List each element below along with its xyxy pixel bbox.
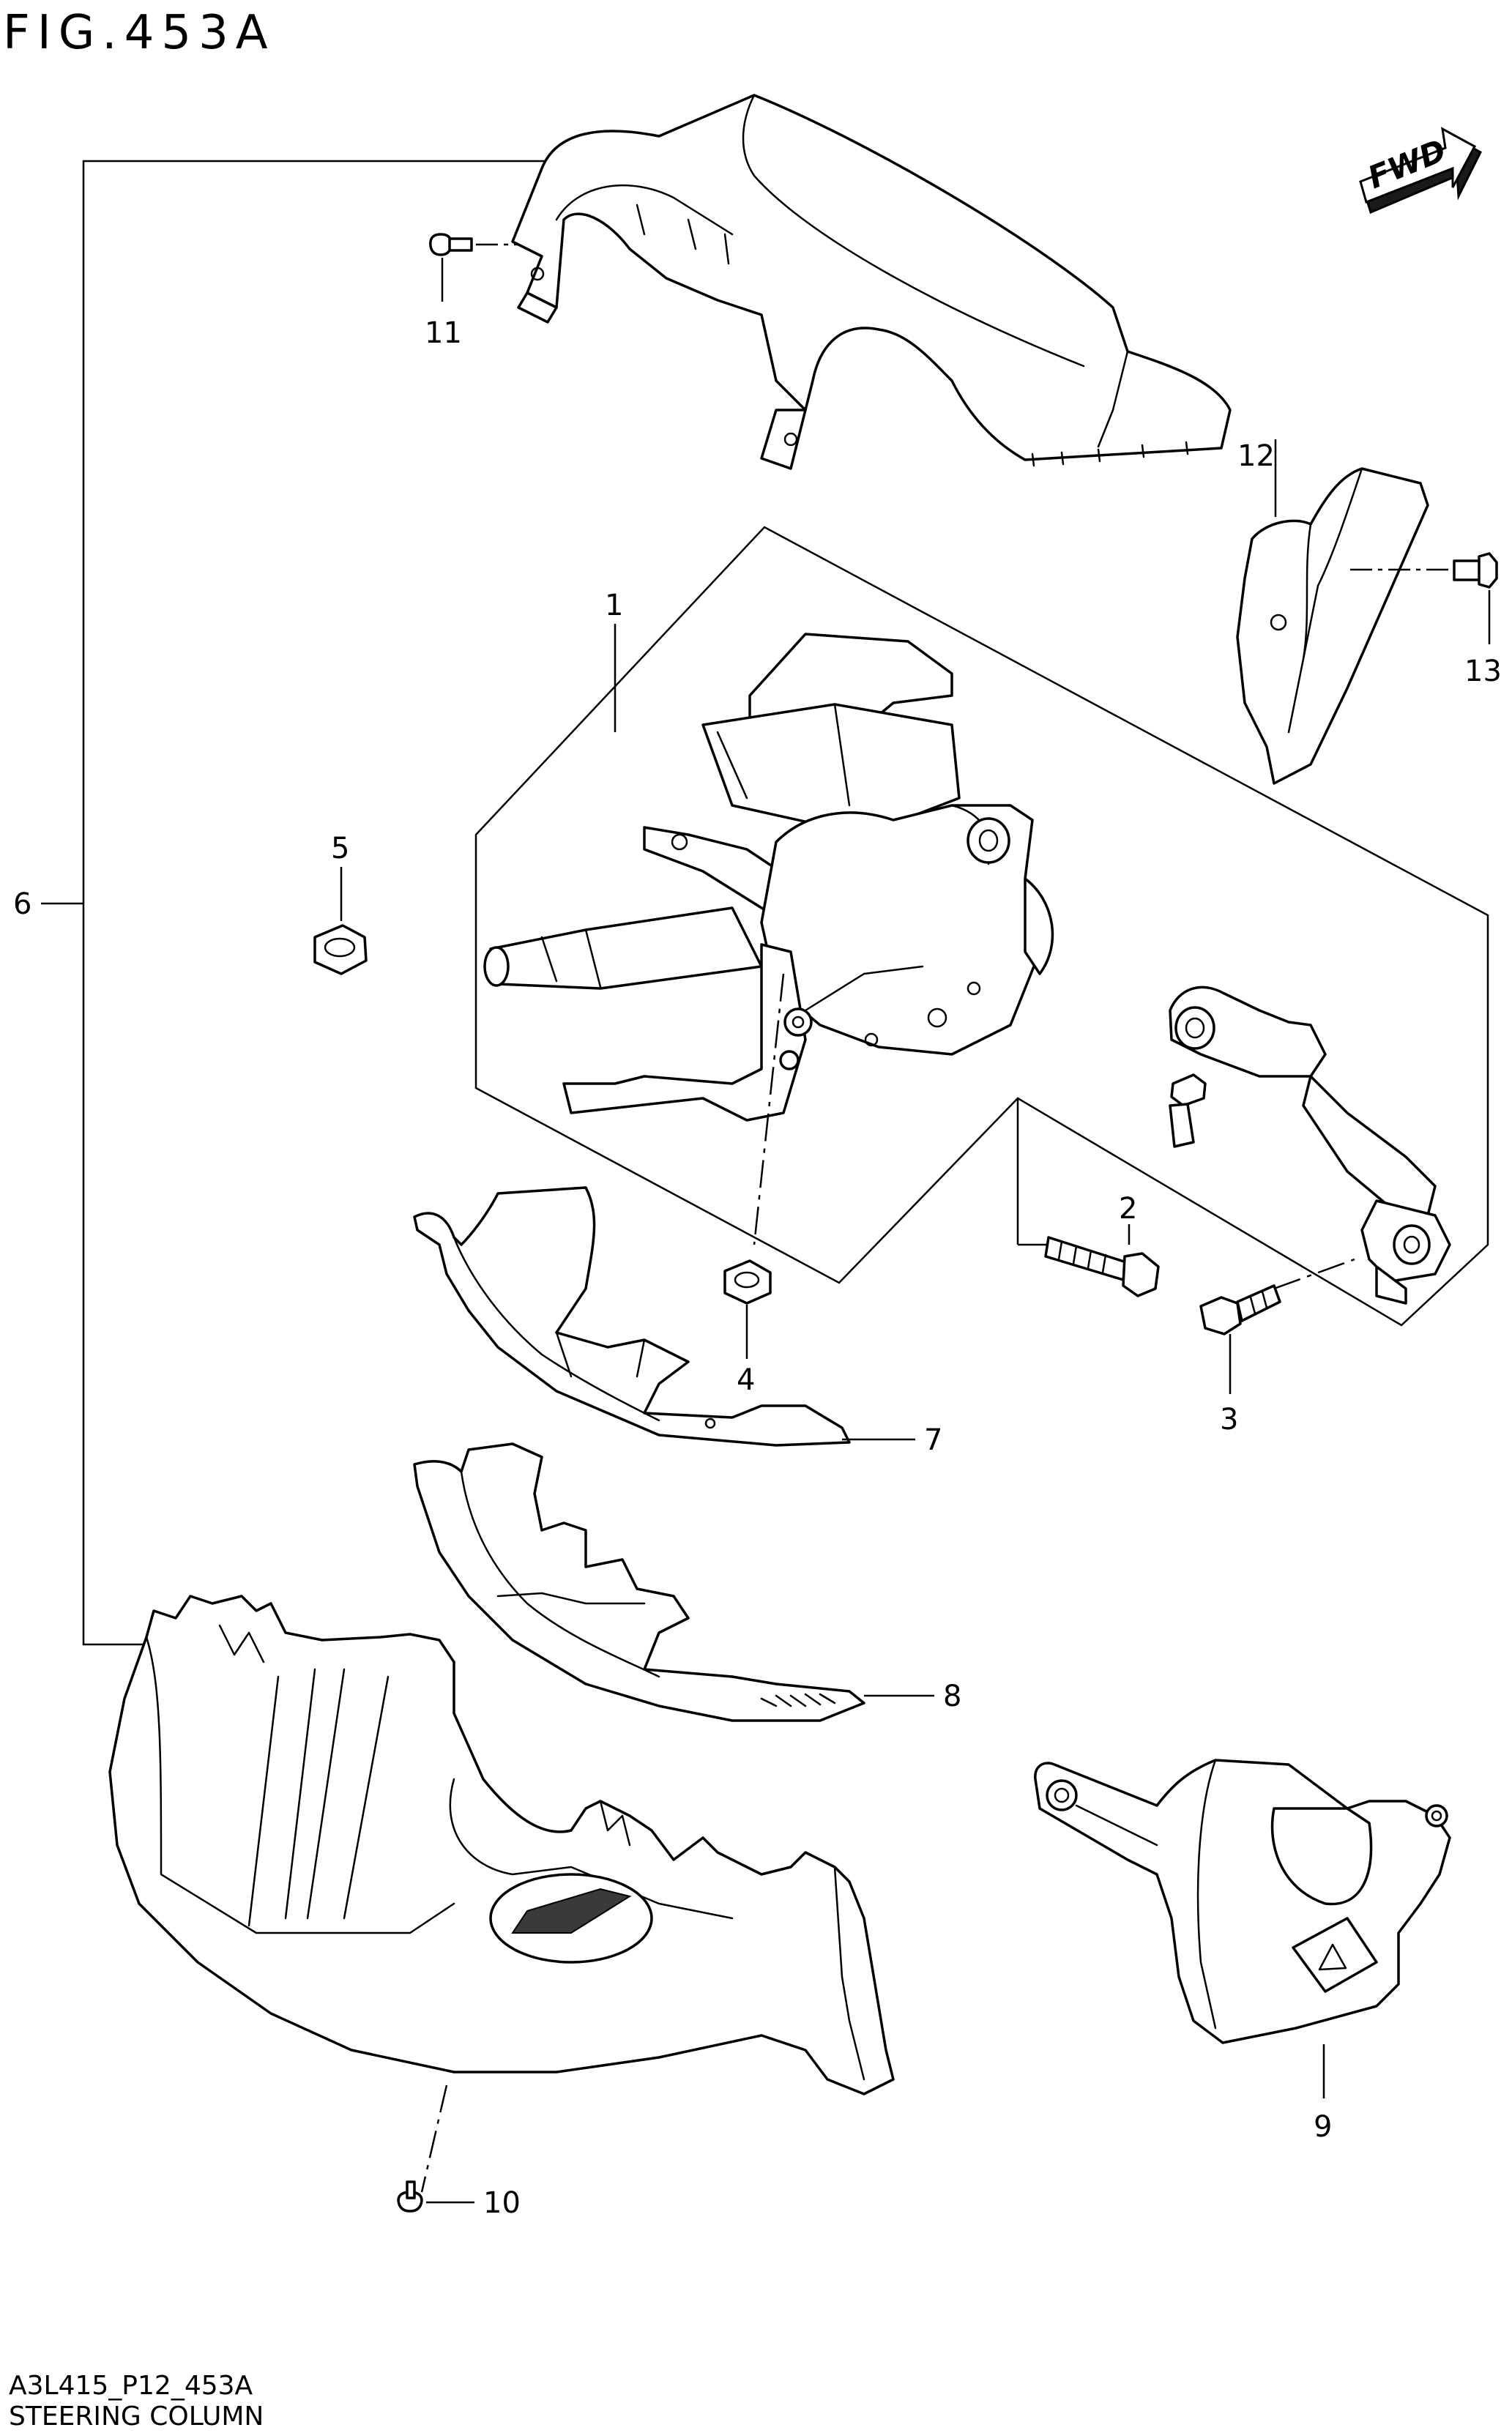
callout-13: 13 [1464,655,1502,688]
figure-name: STEERING COLUMN [9,2402,264,2432]
part-7-lower-trim: 7 [413,1186,942,1457]
figure-code: A3L415_P12_453A [9,2371,253,2401]
part-3-bolt: 3 [1199,1284,1281,1437]
callout-6: 6 [13,887,31,921]
callout-9: 9 [1314,2110,1332,2144]
part-9-ignition-cover: 9 [1034,1759,1451,2144]
callout-3: 3 [1220,1403,1238,1437]
callout-4: 4 [737,1363,755,1397]
callout-2: 2 [1119,1192,1137,1226]
callout-8: 8 [943,1680,961,1713]
callout-12: 12 [1237,439,1275,473]
lower-column-cover [108,1595,895,2193]
part-6-bracket: 6 [13,160,556,1646]
callout-1: 1 [605,589,623,622]
part-1-steering-column-assembly: 1 [474,526,1489,1327]
figure-title: FIG.453A [3,6,275,60]
part-2-bolt: 2 [1016,1098,1160,1297]
part-11-screw: 11 [425,233,520,350]
callout-5: 5 [331,832,349,865]
callout-11: 11 [425,316,462,350]
part-5-nut: 5 [313,832,368,975]
callout-10: 10 [483,2186,521,2220]
upper-column-cover [511,94,1232,470]
part-8-inner-trim: 8 [413,1442,961,1722]
callout-7: 7 [924,1423,942,1457]
fwd-arrow-icon: FWD [1359,127,1482,215]
part-13-bolt: 13 [1350,552,1502,688]
part-10-screw: 10 [397,2180,521,2220]
part-4-nut: 4 [723,1259,772,1397]
part-12-bracket-cover: 12 [1236,439,1429,785]
